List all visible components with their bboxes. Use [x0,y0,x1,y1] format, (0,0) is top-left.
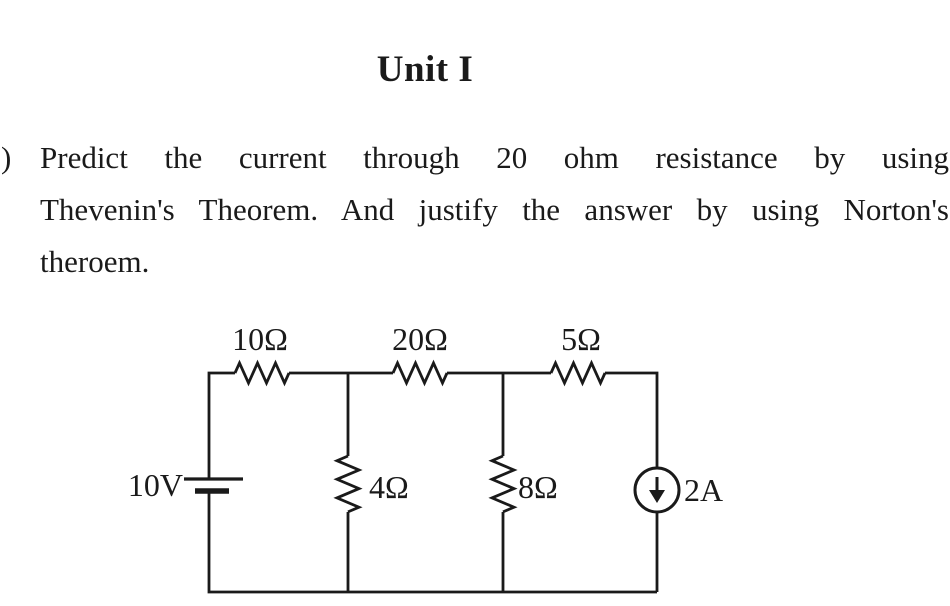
resistor-10ohm-label: 10Ω [232,321,288,357]
resistor-5ohm-icon [549,359,607,387]
resistor-8ohm-icon [488,454,518,514]
voltage-source-label: 10V [128,467,183,503]
question-line-3: theroem. [40,244,150,279]
current-source-icon [633,466,681,514]
resistor-8ohm-label: 8Ω [518,469,558,505]
series-resistors [233,359,607,387]
resistor-10ohm-icon [233,359,291,387]
resistor-4ohm-icon [333,454,363,514]
question-text-block: Predict the current through 20 ohm resis… [40,132,949,288]
wire-right-top [605,371,659,468]
current-source-arrow-head [649,490,665,503]
battery-icon [184,477,243,494]
question-list-marker: ) [1,140,12,175]
question-line-1: Predict the current through 20 ohm resis… [40,140,949,175]
wire-bottom [207,491,657,594]
shunt-resistors [333,454,518,514]
resistor-5ohm-label: 5Ω [561,321,601,357]
circuit-wires [207,371,659,594]
wire-left-top [207,371,235,479]
resistor-20ohm-label: 20Ω [392,321,448,357]
resistor-4ohm-label: 4Ω [369,469,409,505]
current-source-label: 2A [684,472,723,508]
question-line-2: Thevenin's Theorem. And justify the answ… [40,192,949,227]
page-title: Unit I [376,49,474,90]
resistor-20ohm-icon [391,359,449,387]
